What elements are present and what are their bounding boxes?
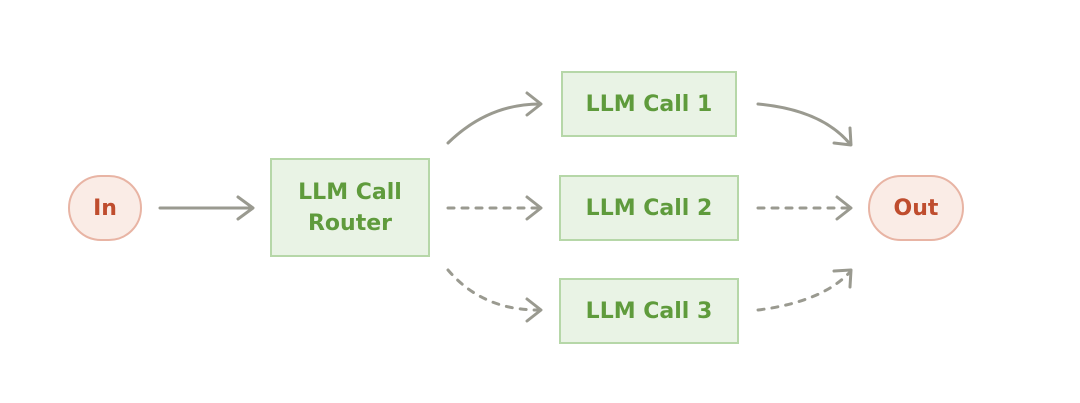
- edge-router-to-call-1: [446, 91, 543, 145]
- router-node: LLM Call Router: [270, 158, 430, 257]
- edge-call-2-to-out: [756, 195, 853, 221]
- edge-router-to-call-3: [446, 268, 543, 323]
- edge-call-1-to-out: [756, 102, 853, 147]
- router-node-label-line-1: LLM Call: [298, 179, 402, 205]
- llm-call-3-label: LLM Call 3: [585, 298, 713, 324]
- llm-call-2-node: LLM Call 2: [559, 175, 739, 241]
- edge-in-to-router: [158, 195, 255, 221]
- edge-router-to-call-2: [446, 195, 543, 221]
- llm-call-1-node: LLM Call 1: [561, 71, 737, 137]
- router-node-label-line-2: Router: [307, 210, 392, 236]
- output-node: Out: [868, 175, 964, 241]
- llm-call-3-node: LLM Call 3: [559, 278, 739, 344]
- llm-call-2-label: LLM Call 2: [585, 195, 713, 221]
- output-node-label: Out: [893, 195, 939, 221]
- edge-call-3-to-out: [756, 268, 853, 312]
- input-node: In: [68, 175, 142, 241]
- llm-call-1-label: LLM Call 1: [585, 91, 713, 117]
- input-node-label: In: [93, 195, 117, 221]
